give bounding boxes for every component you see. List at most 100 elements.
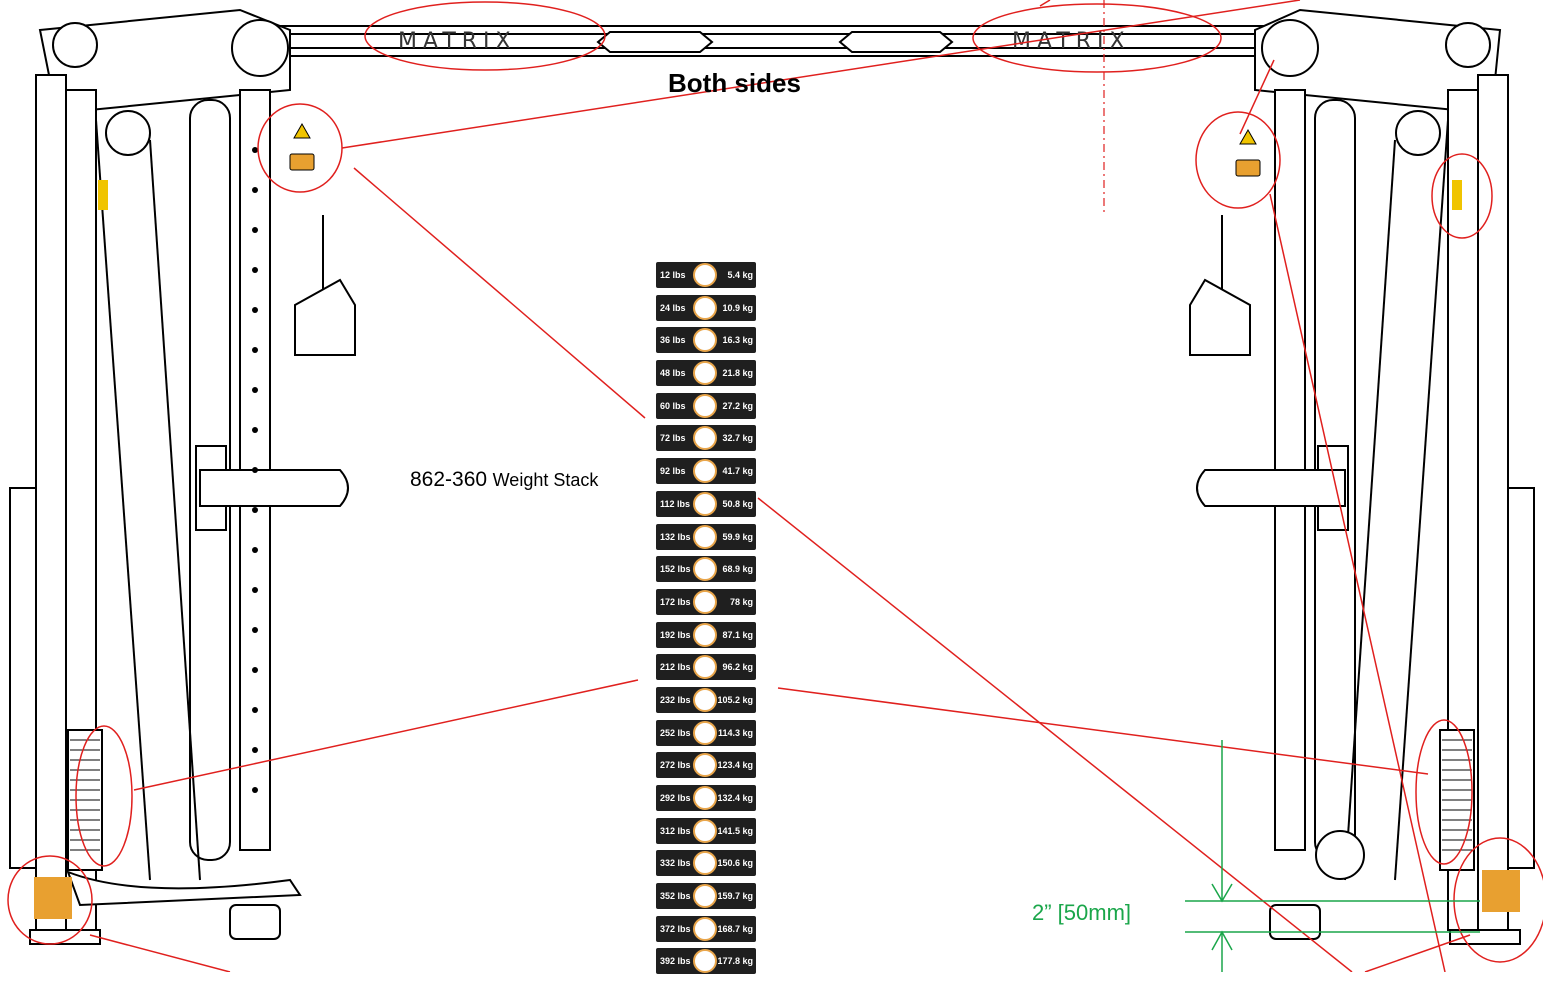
plate-lbs: 272 lbs — [660, 760, 691, 771]
plate-kg: 87.1 kg — [722, 629, 753, 640]
plate-kg: 41.7 kg — [722, 466, 753, 477]
weight-plate: 232 lbs 105.2 kg — [656, 686, 756, 713]
pin-hole-icon — [693, 786, 717, 810]
pin-hole-icon — [693, 720, 717, 745]
pin-hole-icon — [693, 589, 717, 614]
plate-lbs: 172 lbs — [660, 596, 691, 607]
pin-hole-icon — [693, 491, 717, 516]
right-warning-decal — [1235, 128, 1261, 177]
dimension-markers — [1185, 740, 1480, 972]
plate-lbs: 392 lbs — [660, 956, 691, 967]
left-rail-holes — [252, 147, 258, 793]
plate-kg: 150.6 kg — [717, 858, 753, 869]
weight-stack-label: 862-360 Weight Stack — [410, 468, 598, 492]
plate-lbs: 24 lbs — [660, 302, 686, 313]
pin-hole-icon — [693, 524, 717, 549]
plate-lbs: 152 lbs — [660, 564, 691, 575]
pin-hole-icon — [693, 622, 717, 647]
weight-plate: 192 lbs 87.1 kg — [656, 621, 756, 648]
weight-plate: 212 lbs 96.2 kg — [656, 654, 756, 681]
plate-kg: 78 kg — [729, 596, 753, 607]
plate-lbs: 212 lbs — [660, 662, 691, 673]
plate-kg: 59.9 kg — [722, 531, 753, 542]
right-stack-plates — [1442, 739, 1472, 851]
pin-hole-icon — [693, 949, 717, 974]
plate-kg: 96.2 kg — [722, 662, 753, 673]
weight-plate: 352 lbs 159.7 kg — [656, 883, 756, 910]
plate-lbs: 252 lbs — [660, 727, 691, 738]
weight-plate: 252 lbs 114.3 kg — [656, 719, 756, 746]
pin-hole-icon — [693, 328, 717, 353]
plate-lbs: 132 lbs — [660, 531, 691, 542]
plate-kg: 168.7 kg — [717, 923, 753, 934]
plate-kg: 132.4 kg — [717, 793, 753, 803]
brand-logo-left: MATRIX — [398, 29, 517, 54]
plate-kg: 105.2 kg — [717, 694, 753, 705]
pin-hole-icon — [693, 655, 717, 680]
pin-hole-icon — [693, 263, 717, 287]
plate-lbs: 36 lbs — [660, 335, 686, 346]
pin-hole-icon — [693, 426, 717, 451]
weight-plate: 24 lbs 10.9 kg — [656, 294, 756, 321]
right-tower — [1189, 8, 1535, 945]
weight-plate: 72 lbs 32.7 kg — [656, 425, 756, 452]
left-warning-decal — [289, 122, 315, 171]
weight-plate: 152 lbs 68.9 kg — [656, 556, 756, 583]
pin-hole-icon — [693, 393, 717, 418]
plate-lbs: 12 lbs — [660, 270, 686, 280]
pin-hole-icon — [693, 851, 717, 876]
right-base-decal — [1482, 870, 1520, 912]
plate-lbs: 60 lbs — [660, 400, 686, 411]
weight-plate: 60 lbs 27.2 kg — [656, 392, 756, 419]
callout-circles — [7, 1, 1543, 963]
weight-plate: 332 lbs 150.6 kg — [656, 850, 756, 877]
plate-lbs: 232 lbs — [660, 694, 691, 705]
pin-hole-icon — [693, 818, 717, 843]
callout-title: Both sides — [668, 68, 801, 98]
plate-kg: 68.9 kg — [722, 564, 753, 575]
weight-plate: 172 lbs 78 kg — [656, 588, 756, 615]
plate-lbs: 352 lbs — [660, 891, 691, 902]
plate-lbs: 92 lbs — [660, 466, 686, 477]
weight-stack-name: Weight Stack — [492, 470, 599, 490]
plate-lbs: 72 lbs — [660, 433, 686, 444]
callout-leaders — [89, 0, 1471, 972]
plate-kg: 27.2 kg — [722, 400, 753, 411]
plate-kg: 177.8 kg — [717, 956, 753, 967]
dimension-label: 2” [50mm] — [1032, 900, 1132, 925]
weight-plate: 132 lbs 59.9 kg — [656, 523, 756, 550]
plate-lbs: 292 lbs — [660, 793, 691, 803]
weight-plate: 12 lbs 5.4 kg — [656, 262, 756, 288]
pin-hole-icon — [693, 557, 717, 582]
plate-kg: 159.7 kg — [717, 891, 753, 902]
weight-plate: 292 lbs 132.4 kg — [656, 785, 756, 811]
left-tower — [9, 8, 356, 945]
plate-kg: 5.4 kg — [727, 270, 753, 280]
plate-kg: 10.9 kg — [722, 302, 753, 313]
plate-lbs: 192 lbs — [660, 629, 691, 640]
right-yellow-marker — [1452, 180, 1462, 210]
left-yellow-marker — [98, 180, 108, 210]
weight-plate: 92 lbs 41.7 kg — [656, 458, 756, 485]
pin-hole-icon — [693, 687, 717, 712]
plate-kg: 32.7 kg — [722, 433, 753, 444]
pin-hole-icon — [693, 916, 717, 941]
plate-kg: 141.5 kg — [717, 825, 753, 836]
plate-lbs: 372 lbs — [660, 923, 691, 934]
left-base-decal — [34, 877, 72, 919]
pin-hole-icon — [693, 884, 717, 909]
plate-kg: 114.3 kg — [717, 727, 753, 738]
pin-hole-icon — [693, 361, 717, 386]
plate-lbs: 332 lbs — [660, 858, 691, 869]
left-stack-plates — [70, 739, 100, 851]
pin-hole-icon — [693, 753, 717, 778]
plate-kg: 50.8 kg — [722, 498, 753, 509]
weight-stack-model: 862-360 — [410, 468, 488, 491]
pin-hole-icon — [693, 459, 717, 484]
